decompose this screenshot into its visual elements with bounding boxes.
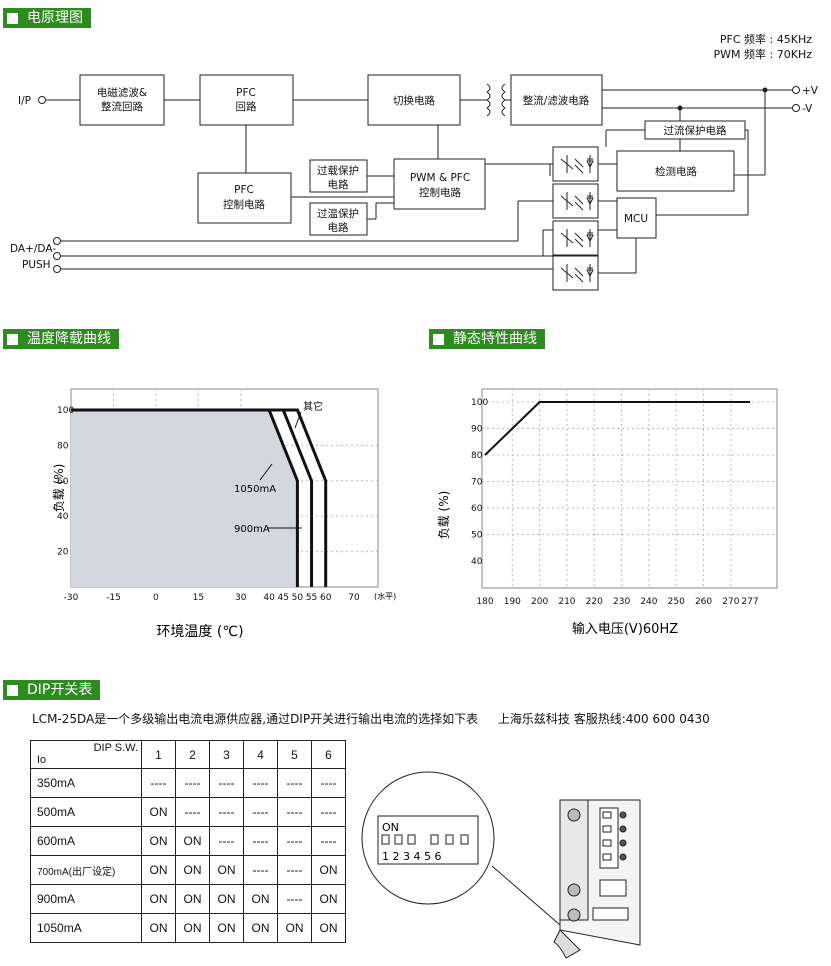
cell: ---- — [277, 855, 312, 885]
dip-table: DIP S.W. Io 1 2 3 4 5 6 350mA ----------… — [30, 740, 346, 943]
otp-label-2: 电路 — [328, 221, 349, 234]
vplus-label: +V — [802, 85, 819, 97]
pwm-pfc-label-2: 控制电路 — [419, 186, 461, 199]
emi-filter-block — [79, 74, 165, 126]
section-title: 静态特性曲线 — [453, 331, 537, 347]
cell: ON — [311, 913, 346, 943]
olp-label-2: 电路 — [328, 178, 349, 191]
cell: ---- — [243, 797, 278, 827]
dip-col-header: 4 — [243, 740, 278, 769]
pwm-pfc-control-block — [393, 158, 486, 210]
rect-label: 整流/滤波电路 — [523, 94, 590, 107]
cell: ON — [141, 797, 176, 827]
cell: ON — [209, 855, 244, 885]
cell: ON — [175, 913, 210, 943]
pfc-ctrl-label-1: PFC — [234, 184, 254, 196]
cell: ON — [311, 855, 346, 885]
cell: ON — [175, 826, 210, 856]
vminus-label: -V — [802, 103, 813, 115]
dip-col-header: 6 — [311, 740, 346, 769]
cell: ---- — [175, 768, 210, 798]
switch-label: 切换电路 — [393, 94, 435, 107]
section-title: DIP开关表 — [27, 682, 93, 698]
table-row: 500mA ON-------------------- — [30, 797, 346, 827]
pfc-frequency: PFC 频率 : 45KHz — [720, 32, 812, 46]
dip-col-header: 2 — [175, 740, 210, 769]
dip-sw-label: DIP S.W. — [93, 742, 138, 754]
ocp-label: 过流保护电路 — [664, 124, 727, 137]
ip-label: I/P — [18, 95, 31, 107]
cell: ON — [175, 884, 210, 914]
cell: ON — [141, 826, 176, 856]
cell: ---- — [311, 797, 346, 827]
section-title: 电原理图 — [27, 10, 83, 26]
push-label: PUSH — [22, 259, 51, 271]
pwm-pfc-label-1: PWM & PFC — [410, 172, 470, 184]
switching-block — [367, 74, 461, 126]
hotline-text: 上海乐兹科技 客服热线:400 600 0430 — [497, 712, 710, 726]
cell: ON — [141, 884, 176, 914]
dip-numbers: 1 2 3 4 5 6 — [382, 850, 441, 863]
cell: ---- — [243, 855, 278, 885]
row-current: 700mA(出厂设定) — [30, 855, 142, 885]
cell: ON — [209, 884, 244, 914]
pfc-label-2: 回路 — [236, 100, 257, 113]
pwm-frequency: PWM 频率 : 70KHz — [714, 47, 813, 61]
vminus-terminal — [792, 104, 800, 112]
pfc-ctrl-label-2: 控制电路 — [223, 198, 265, 211]
emi-label-1: 电磁滤波& — [97, 86, 147, 99]
push-terminal-1 — [53, 252, 61, 260]
row-current: 1050mA — [30, 913, 142, 943]
pfc-control-block — [197, 172, 292, 224]
cell: ---- — [311, 768, 346, 798]
section-header-static: 静态特性曲线 — [429, 329, 545, 349]
cell: ON — [277, 913, 312, 943]
cell: ---- — [243, 768, 278, 798]
mcu-label: MCU — [624, 213, 648, 225]
push-terminal-2 — [53, 265, 61, 273]
pfc-label-1: PFC — [236, 87, 256, 99]
vplus-terminal — [792, 86, 800, 94]
section-header-schematic: 电原理图 — [3, 8, 91, 28]
olp-label-1: 过载保护 — [317, 164, 359, 177]
section-header-derating: 温度降载曲线 — [3, 329, 119, 349]
otp-label-1: 过温保护 — [317, 207, 359, 220]
io-label: Io — [37, 754, 47, 766]
cell: ON — [141, 913, 176, 943]
detect-block — [616, 150, 735, 192]
rectifier-block — [510, 74, 603, 126]
dip-header-corner: DIP S.W. Io — [30, 740, 142, 769]
section-title: 温度降载曲线 — [27, 331, 111, 347]
dip-intro-text: LCM-25DA是一个多级输出电流电源供应器,通过DIP开关进行输出电流的选择如… — [32, 712, 479, 726]
cell: ON — [311, 884, 346, 914]
cell: ON — [243, 884, 278, 914]
emi-label-2: 整流回路 — [101, 100, 143, 113]
section-header-dip: DIP开关表 — [3, 680, 101, 700]
detect-label: 检测电路 — [655, 165, 697, 178]
block-diagram: PFC 频率 : 45KHz PWM 频率 : 70KHz — [10, 32, 819, 291]
da-terminal — [53, 237, 61, 245]
da-label: DA+/DA- — [10, 243, 56, 255]
cell: ON — [175, 855, 210, 885]
dip-on-label: ON — [382, 821, 399, 834]
cell: ---- — [311, 826, 346, 856]
ip-terminal — [38, 96, 46, 104]
cell: ON — [243, 913, 278, 943]
dip-intro: LCM-25DA是一个多级输出电流电源供应器,通过DIP开关进行输出电流的选择如… — [32, 710, 710, 727]
